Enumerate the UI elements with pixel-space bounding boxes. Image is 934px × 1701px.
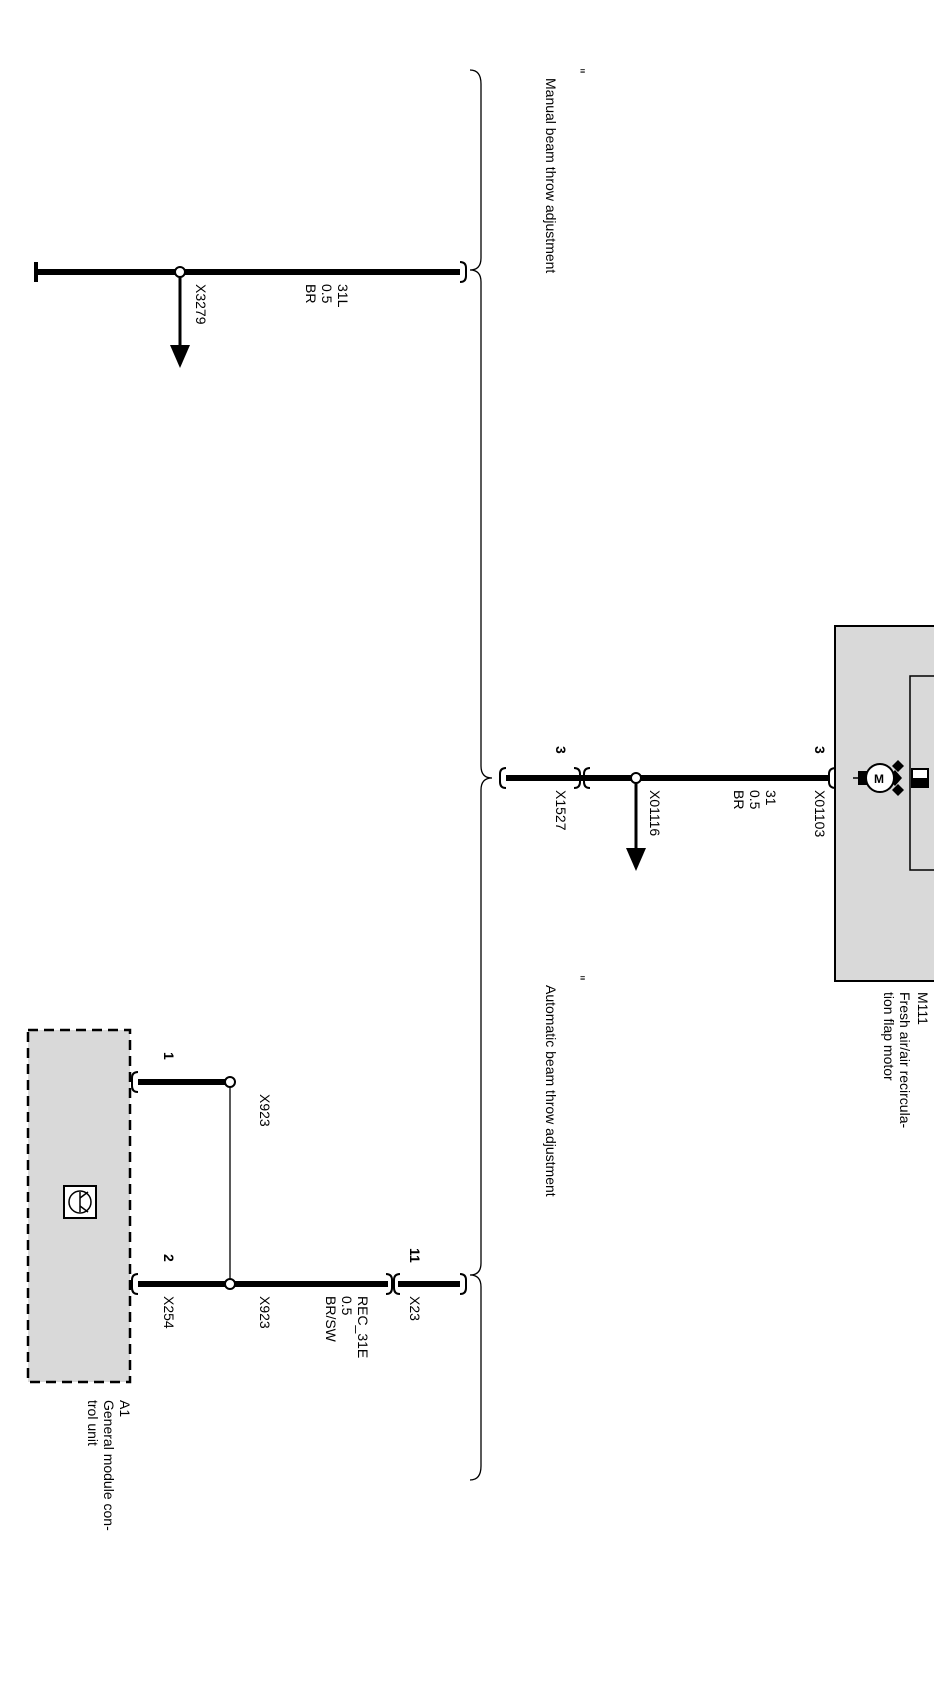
note-icon: ≡ <box>580 66 585 76</box>
m111-desc-2: tion flap motor <box>881 992 897 1081</box>
wire-name: 31 <box>763 790 779 806</box>
wire-31-color: BR <box>731 790 747 809</box>
splice-dot <box>174 266 186 278</box>
connector-label: X01103 <box>812 790 828 837</box>
component-id: A1 <box>117 1400 133 1417</box>
wire-size: 0.5 <box>747 790 763 810</box>
wire-31-name: 31 <box>763 790 779 806</box>
connector-label: X3279 <box>193 284 209 325</box>
manual-group-text: Manual beam throw adjustment <box>543 78 559 273</box>
pin-x23: 11 <box>407 1248 423 1263</box>
manual-group-label: Manual beam throw adjustment <box>543 78 559 273</box>
m111-label: M111 <box>915 992 931 1025</box>
wire-rec-31e-size: 0.5 <box>339 1296 355 1316</box>
connector-label: X923 <box>257 1296 273 1329</box>
connector-end <box>583 767 591 789</box>
pin-number: 3 <box>812 746 828 754</box>
connector-x01103: X01103 <box>812 790 828 837</box>
connector-label: X923 <box>257 1094 273 1127</box>
wire-size: 0.5 <box>319 284 335 304</box>
pin-end-x1527 <box>499 767 507 789</box>
connector-x3279: X3279 <box>193 284 209 325</box>
pin-number: 11 <box>407 1248 423 1263</box>
pin-x254-2: 2 <box>161 1254 177 1262</box>
wire-end-tick <box>459 261 467 283</box>
component-desc: tion flap motor <box>881 992 897 1081</box>
connector-x254: X254 <box>161 1296 177 1329</box>
component-desc: General module con- <box>101 1400 117 1531</box>
pin-end-x01103 <box>828 767 837 789</box>
wire-31l-color: BR <box>303 284 319 303</box>
connector-x923-top: X923 <box>257 1094 273 1127</box>
connector-end <box>573 767 581 789</box>
connector-x23: X23 <box>407 1296 423 1321</box>
connector-x01116: X01116 <box>647 790 663 836</box>
component-desc: Fresh air/air recircula- <box>897 992 913 1128</box>
wire-31l-label: 31L <box>335 284 351 308</box>
wire-name: 31L <box>335 284 351 308</box>
wire-color: BR <box>731 790 747 809</box>
a1-desc-1: General module con- <box>101 1400 117 1531</box>
pin-x254-1: 1 <box>161 1052 177 1060</box>
connector-label: X254 <box>161 1296 177 1329</box>
pin-number: 2 <box>161 1254 177 1262</box>
transistor-icon <box>63 1185 97 1219</box>
splice-dot <box>224 1076 236 1088</box>
arrow-head <box>626 848 646 871</box>
component-desc: trol unit <box>85 1400 101 1446</box>
wire-end-tick <box>459 1273 467 1295</box>
wire-size: 0.5 <box>339 1296 355 1316</box>
connector-label: X23 <box>407 1296 423 1321</box>
connector-label: X1527 <box>553 790 569 831</box>
wire-rec-31e-name: REC_31E <box>355 1296 371 1358</box>
pin-end-x254-1 <box>131 1071 139 1093</box>
pin-x1527: 3 <box>553 746 569 754</box>
motor-symbol: M <box>874 772 884 786</box>
pin-number: 3 <box>553 746 569 754</box>
splice-dot <box>630 772 642 784</box>
pin-end-x23 <box>393 1273 401 1295</box>
a1-desc-2: trol unit <box>85 1400 101 1446</box>
connector-x1527: X1527 <box>553 790 569 831</box>
motor-icon: M <box>853 760 929 796</box>
splice-dot <box>224 1278 236 1290</box>
pin-end-x254-2 <box>131 1273 139 1295</box>
m111-desc-1: Fresh air/air recircula- <box>897 992 913 1128</box>
pin-number: 1 <box>161 1052 177 1060</box>
wire-31l-size: 0.5 <box>319 284 335 304</box>
note-icon: ≡ <box>580 973 585 983</box>
component-id: M111 <box>915 992 931 1025</box>
pin-x01103: 3 <box>812 746 828 754</box>
automatic-group-label: Automatic beam throw adjustment <box>543 985 559 1197</box>
wire-color: BR/SW <box>323 1296 339 1343</box>
wire-31-size: 0.5 <box>747 790 763 810</box>
connector-end <box>385 1273 393 1295</box>
wire-name: REC_31E <box>355 1296 371 1358</box>
connector-label: X01116 <box>647 790 663 836</box>
connector-x923-bottom: X923 <box>257 1296 273 1329</box>
arrow-head <box>170 345 190 368</box>
automatic-group-text: Automatic beam throw adjustment <box>543 985 559 1197</box>
a1-label: A1 <box>117 1400 133 1417</box>
group-brace <box>469 69 493 1481</box>
wire-rec-31e-color: BR/SW <box>323 1296 339 1343</box>
m111-component-box <box>834 625 934 982</box>
wire-color: BR <box>303 284 319 303</box>
m111-internal-bracket <box>909 675 934 871</box>
